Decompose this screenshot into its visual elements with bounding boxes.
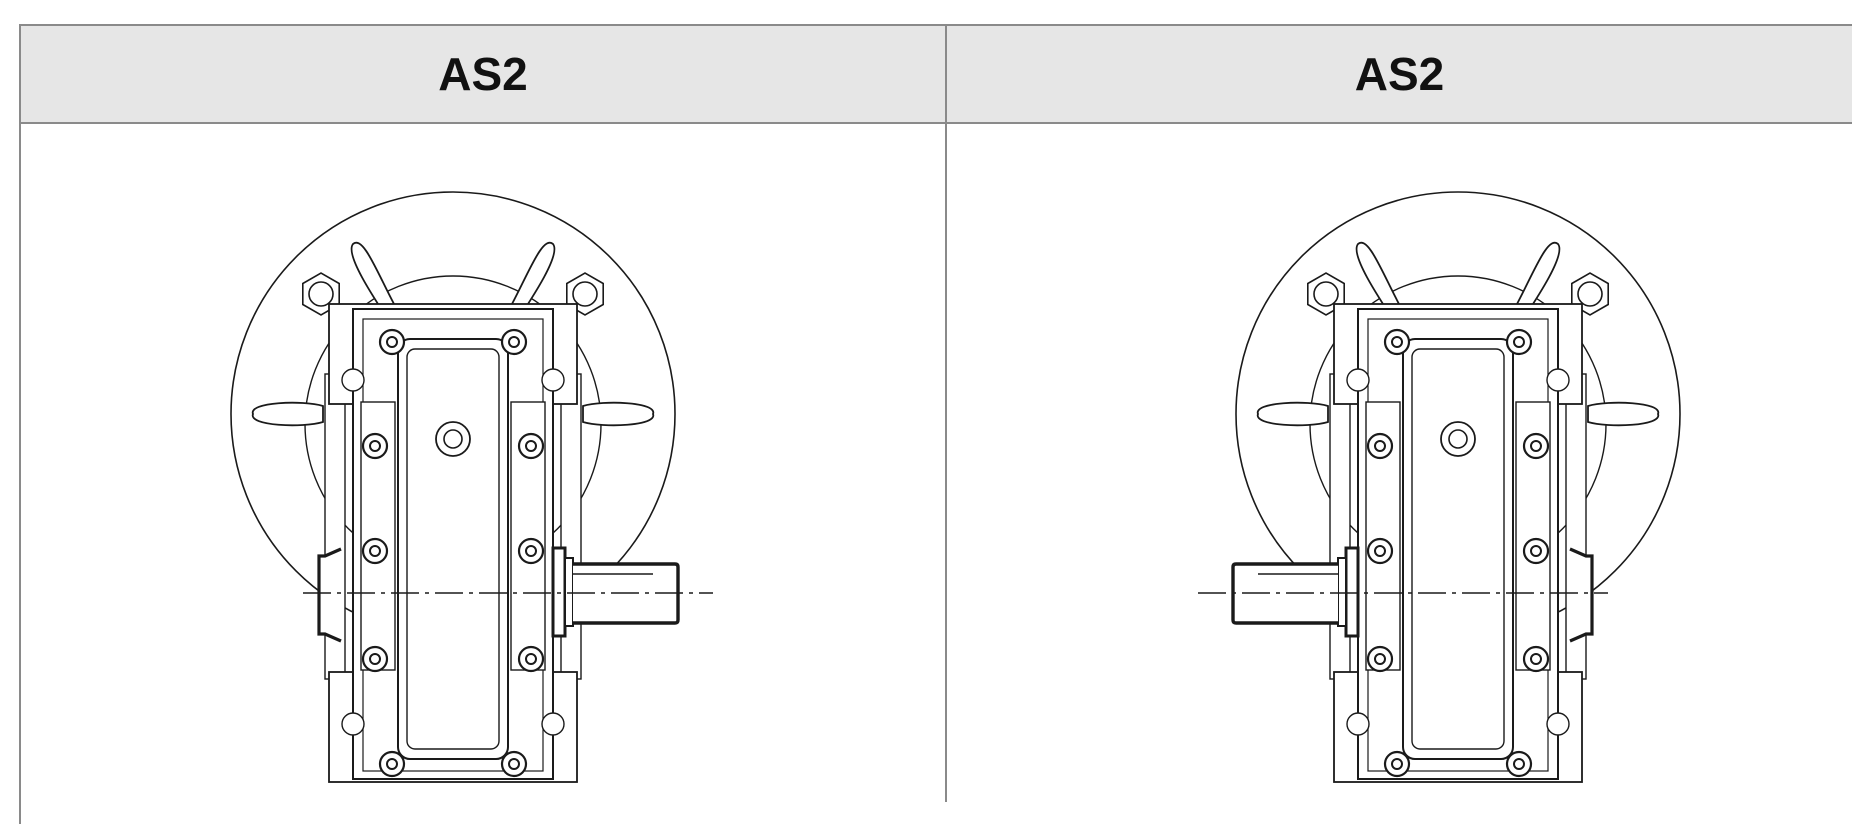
column-header-left: AS2 [21, 26, 945, 124]
mount-hole [1346, 368, 1370, 392]
oil-plug-socket [1448, 429, 1468, 449]
screw-head [361, 537, 389, 565]
cell-right [947, 124, 1852, 824]
lever-side-right [582, 401, 654, 427]
screw-socket [1530, 440, 1542, 452]
end-cap [1569, 547, 1594, 643]
screw [361, 645, 389, 673]
inspection-cover [397, 338, 509, 760]
cell-left [21, 124, 945, 824]
screw [500, 750, 528, 778]
screw [517, 537, 545, 565]
nut-hole [308, 281, 334, 307]
screw-head [361, 432, 389, 460]
screw [1366, 432, 1394, 460]
screw-head [517, 432, 545, 460]
screw-socket [369, 440, 381, 452]
screw [1505, 750, 1533, 778]
lever-side-left [1257, 401, 1329, 427]
screw [1522, 432, 1550, 460]
screw [1383, 750, 1411, 778]
screw-head [1522, 645, 1550, 673]
screw [378, 750, 406, 778]
screw-socket [1513, 336, 1525, 348]
screw-socket [1530, 653, 1542, 665]
shaft-seal [1337, 557, 1347, 627]
end-cap [317, 547, 342, 643]
gearbox-drawing-left [230, 191, 713, 783]
gearbox-drawing-right [1198, 191, 1681, 783]
column-divider [945, 26, 947, 802]
cover-inner [1411, 348, 1505, 750]
screw-socket [508, 336, 520, 348]
nut-hole [572, 281, 598, 307]
shaft-collar [1344, 546, 1360, 638]
oil-plug [1440, 421, 1476, 457]
screw-head [500, 328, 528, 356]
screw-head [1366, 432, 1394, 460]
view-table: AS2 AS2 [19, 24, 1852, 824]
oil-plug [435, 421, 471, 457]
mount-hole [341, 368, 365, 392]
screw-head [1366, 645, 1394, 673]
screw [500, 328, 528, 356]
nut-hole [1577, 281, 1603, 307]
screw-head [1522, 432, 1550, 460]
screw [1366, 537, 1394, 565]
screw-head [378, 750, 406, 778]
mount-hole [1546, 712, 1570, 736]
screw-socket [525, 653, 537, 665]
screw [1383, 328, 1411, 356]
screw [1505, 328, 1533, 356]
screw-head [1522, 537, 1550, 565]
screw-socket [1374, 545, 1386, 557]
shaft-seal [564, 557, 574, 627]
screw-socket [508, 758, 520, 770]
screw [517, 645, 545, 673]
screw [1366, 645, 1394, 673]
screw-socket [1391, 336, 1403, 348]
screw-head [361, 645, 389, 673]
screw [361, 432, 389, 460]
screw-socket [369, 545, 381, 557]
screw-socket [386, 336, 398, 348]
screw-socket [1374, 653, 1386, 665]
screw-socket [1391, 758, 1403, 770]
screw-head [500, 750, 528, 778]
cover-inner [406, 348, 500, 750]
nut-hole [1313, 281, 1339, 307]
mount-hole [341, 712, 365, 736]
screw [517, 432, 545, 460]
screw [1522, 645, 1550, 673]
column-header-right: AS2 [947, 26, 1852, 124]
screw-socket [1530, 545, 1542, 557]
inspection-cover [1402, 338, 1514, 760]
screw-head [378, 328, 406, 356]
screw-socket [369, 653, 381, 665]
mount-hole [541, 368, 565, 392]
screw-head [1383, 750, 1411, 778]
screw [1522, 537, 1550, 565]
shaft-collar [551, 546, 567, 638]
oil-plug-socket [443, 429, 463, 449]
screw-socket [386, 758, 398, 770]
screw-socket [1374, 440, 1386, 452]
screw-socket [1513, 758, 1525, 770]
mount-hole [1546, 368, 1570, 392]
screw-socket [525, 440, 537, 452]
screw-head [517, 537, 545, 565]
mount-hole [541, 712, 565, 736]
screw-head [1383, 328, 1411, 356]
lever-side-right [1587, 401, 1659, 427]
screw-head [1505, 328, 1533, 356]
mount-hole [1346, 712, 1370, 736]
screw-socket [525, 545, 537, 557]
screw-head [517, 645, 545, 673]
screw [361, 537, 389, 565]
screw [378, 328, 406, 356]
screw-head [1366, 537, 1394, 565]
screw-head [1505, 750, 1533, 778]
lever-side-left [252, 401, 324, 427]
